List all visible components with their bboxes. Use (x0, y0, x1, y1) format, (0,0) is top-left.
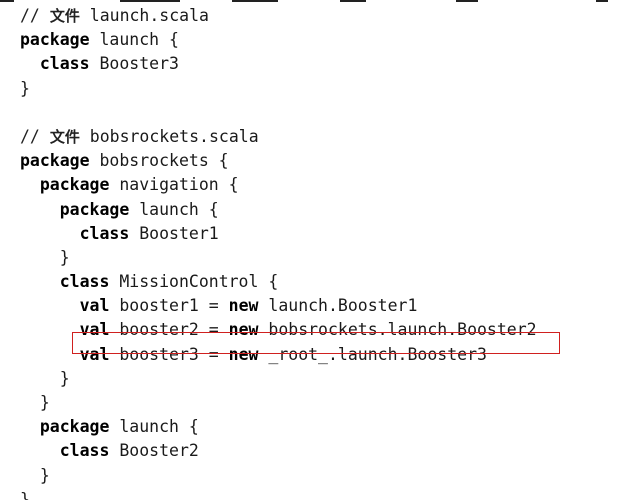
code-line: } (20, 391, 537, 415)
code-indent (20, 320, 80, 339)
code-indent (20, 345, 80, 364)
code-line: // 文件 bobsrockets.scala (20, 125, 537, 149)
code-text: } (59, 247, 70, 267)
code-indent (20, 441, 60, 460)
code-keyword: package (39, 175, 110, 195)
code-keyword: package (20, 30, 90, 50)
code-line: class Booster1 (20, 222, 537, 246)
code-text: bobsrockets { (89, 151, 229, 171)
code-text: booster3 = (109, 344, 229, 364)
code-text: launch { (109, 417, 199, 437)
code-keyword: package (59, 199, 130, 219)
code-keyword: package (39, 417, 110, 437)
code-line: class Booster3 (20, 52, 537, 76)
code-text: } (39, 465, 50, 485)
top-rule-segment (120, 0, 180, 2)
code-keyword: new (228, 344, 259, 364)
code-indent (20, 393, 40, 412)
top-rule-segment (596, 0, 608, 2)
code-line: } (20, 246, 537, 270)
code-line (20, 101, 537, 125)
code-line: } (20, 77, 537, 101)
code-keyword: class (79, 223, 130, 243)
code-line: val booster2 = new bobsrockets.launch.Bo… (20, 318, 537, 342)
top-rule-segment (456, 0, 478, 2)
code-indent (20, 175, 40, 194)
code-indent (20, 248, 60, 267)
code-indent (20, 272, 60, 291)
code-line: package bobsrockets { (20, 149, 537, 173)
code-indent (20, 466, 40, 485)
top-rule-segment (340, 0, 366, 2)
code-line: // 文件 launch.scala (20, 4, 537, 28)
top-rule (0, 0, 628, 3)
code-text: } (20, 78, 30, 98)
code-keyword: class (59, 441, 110, 461)
code-text: launch.Booster1 (258, 296, 418, 316)
code-indent (20, 54, 40, 73)
code-keyword: new (228, 320, 259, 340)
code-text: booster2 = (109, 320, 229, 340)
code-line: val booster1 = new launch.Booster1 (20, 294, 537, 318)
code-line: } (20, 464, 537, 488)
code-keyword: class (39, 54, 90, 74)
code-keyword: new (228, 296, 259, 316)
code-text: booster1 = (109, 296, 229, 316)
top-rule-segment (232, 0, 278, 2)
code-text: } (59, 368, 70, 388)
code-comment-cjk: 文件 (49, 127, 80, 146)
code-text: _root_.launch.Booster3 (258, 344, 487, 364)
code-text: navigation { (109, 175, 239, 195)
code-text: launch.scala (79, 6, 209, 25)
code-text: launch { (89, 30, 179, 50)
code-line: package launch { (20, 415, 537, 439)
code-keyword: val (79, 320, 110, 340)
code-keyword: class (59, 272, 110, 292)
code-text: launch { (129, 199, 219, 219)
code-text: } (39, 393, 50, 412)
code-text: Booster2 (109, 441, 199, 461)
code-keyword: val (79, 344, 110, 364)
code-text: Booster3 (89, 54, 179, 74)
code-indent (20, 200, 60, 219)
code-line: class Booster2 (20, 439, 537, 463)
code-line: package navigation { (20, 173, 537, 197)
code-line: package launch { (20, 198, 537, 222)
code-comment-cjk: 文件 (49, 7, 80, 25)
code-text: } (20, 489, 30, 500)
code-comment: // (20, 6, 50, 25)
code-text: Booster1 (129, 223, 219, 243)
code-line: } (20, 488, 537, 500)
code-line: } (20, 367, 537, 391)
code-text: bobsrockets.launch.Booster2 (258, 320, 537, 340)
code-keyword: package (20, 151, 90, 171)
code-line: package launch { (20, 28, 537, 52)
code-comment: // (20, 126, 50, 146)
code-line-highlighted: val booster3 = new _root_.launch.Booster… (20, 343, 537, 367)
code-keyword: val (79, 296, 110, 316)
top-rule-segment (0, 0, 14, 2)
code-indent (20, 417, 40, 436)
code-text: bobsrockets.scala (79, 126, 259, 146)
code-indent (20, 369, 60, 388)
code-text: MissionControl { (109, 272, 279, 292)
code-indent (20, 224, 80, 243)
code-indent (20, 296, 80, 315)
code-line: class MissionControl { (20, 270, 537, 294)
